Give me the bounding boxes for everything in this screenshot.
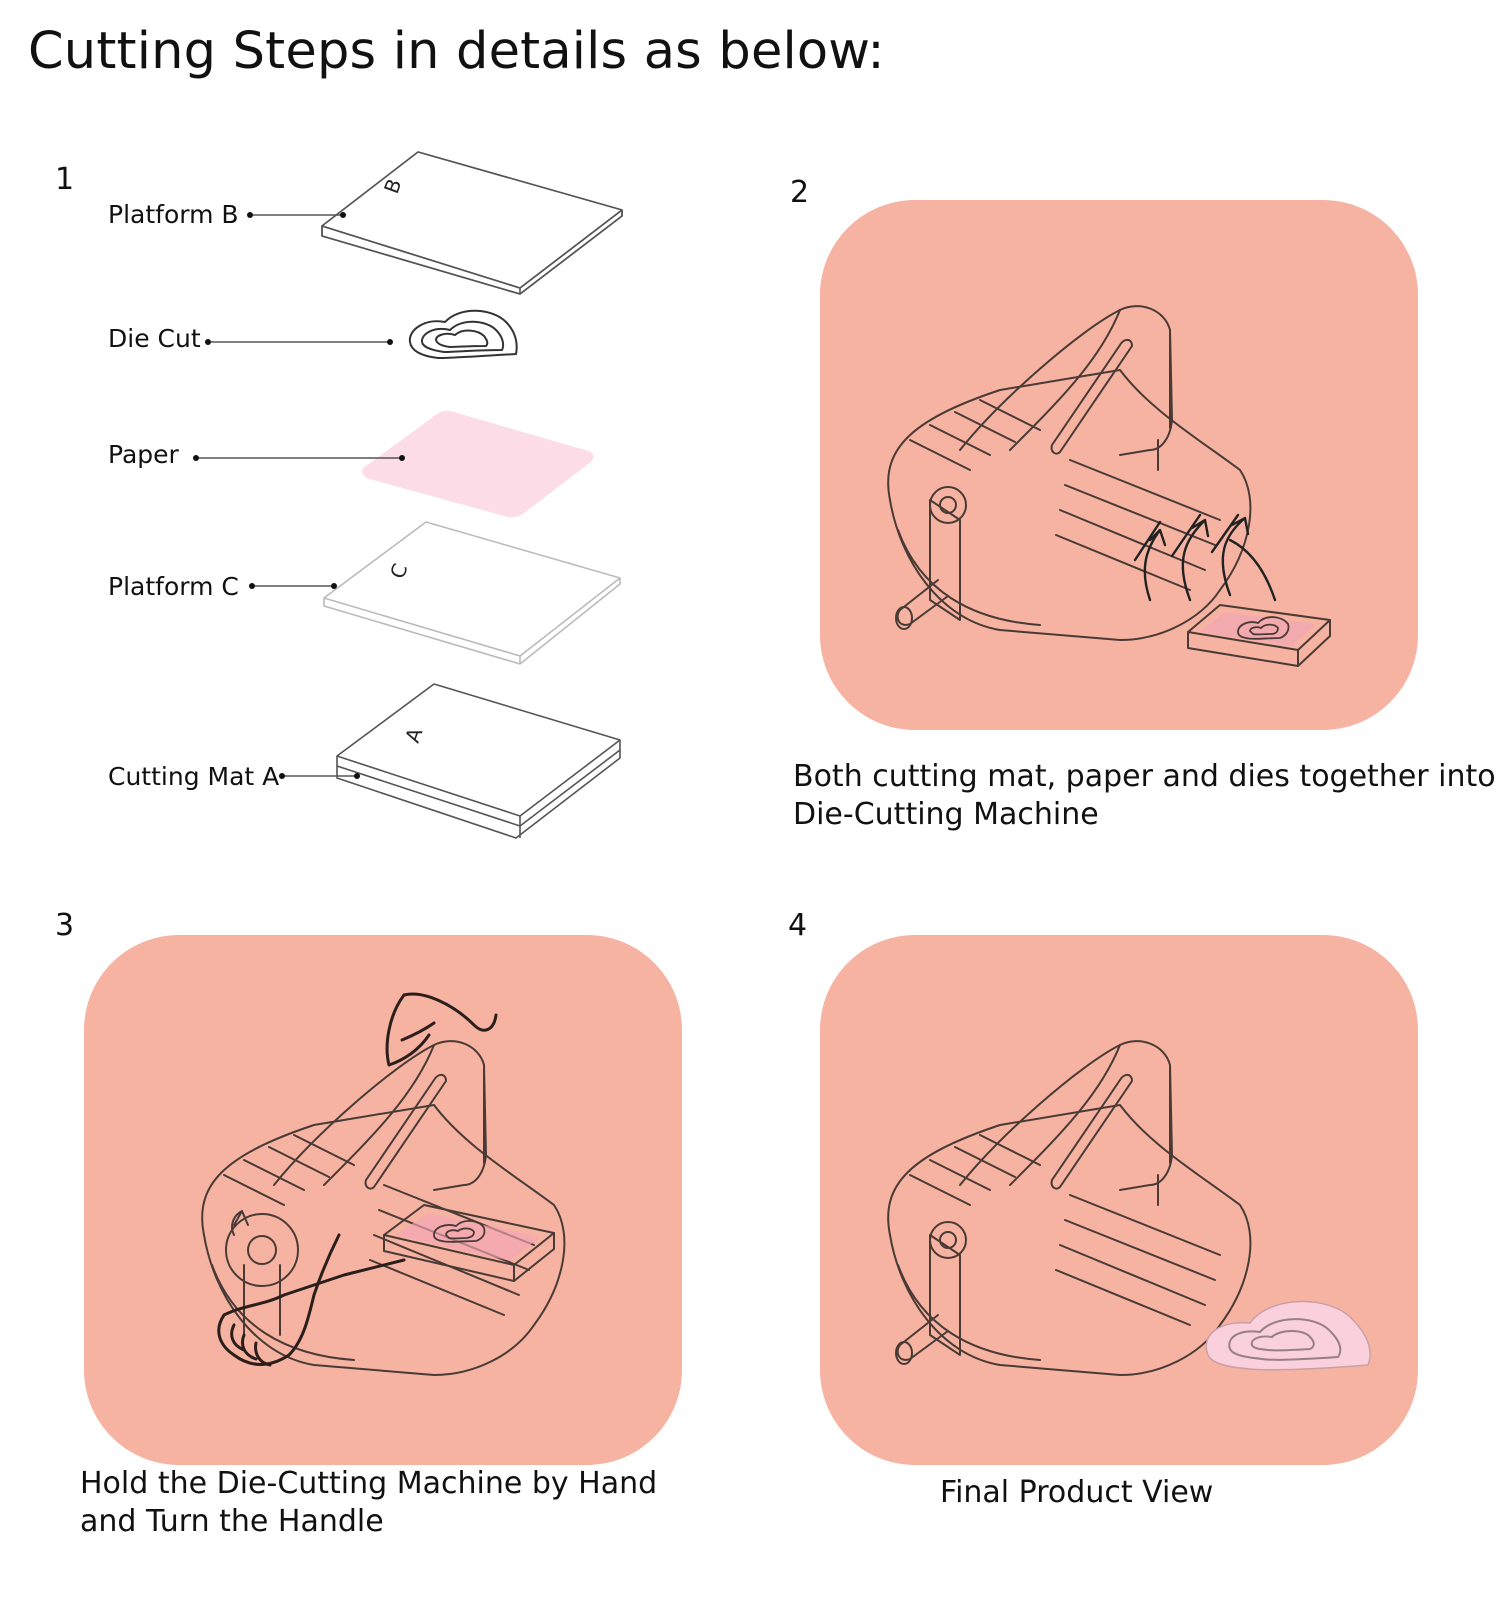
label-paper: Paper bbox=[108, 440, 179, 469]
step-3-number: 3 bbox=[55, 908, 75, 943]
label-platform-c: Platform C bbox=[108, 572, 239, 601]
cutting-mat-a-plate bbox=[336, 683, 621, 839]
step-4-panel bbox=[820, 935, 1418, 1465]
step-3-panel bbox=[84, 935, 682, 1465]
step-3-caption-line-2: and Turn the Handle bbox=[80, 1504, 384, 1539]
page-title: Cutting Steps in details as below: bbox=[28, 22, 885, 81]
step-2-caption-line-2: Die-Cutting Machine bbox=[793, 797, 1099, 832]
step-2-caption-line-1: Both cutting mat, paper and dies togethe… bbox=[793, 759, 1496, 794]
step-1-number: 1 bbox=[55, 162, 75, 197]
platform-c-plate bbox=[323, 521, 621, 665]
heart-die-icon bbox=[408, 309, 518, 360]
label-die-cut: Die Cut bbox=[108, 324, 201, 353]
machine-turn-handle-illustration bbox=[201, 992, 566, 1376]
label-platform-b: Platform B bbox=[108, 200, 239, 229]
step-2-panel bbox=[820, 200, 1418, 730]
final-product-illustration bbox=[887, 1040, 1371, 1376]
layer-stack-diagram: B C A bbox=[193, 151, 623, 839]
platform-b-plate bbox=[321, 151, 623, 295]
paper-sheet bbox=[362, 410, 594, 518]
label-cutting-mat-a: Cutting Mat A bbox=[108, 762, 280, 791]
platform-b-dot bbox=[247, 212, 253, 218]
step-4-caption: Final Product View bbox=[940, 1475, 1214, 1510]
step-2-number: 2 bbox=[790, 175, 810, 210]
machine-insert-illustration bbox=[887, 305, 1331, 667]
step-3-caption: Hold the Die-Cutting Machine by Hand and… bbox=[80, 1465, 760, 1541]
step-3-caption-line-1: Hold the Die-Cutting Machine by Hand bbox=[80, 1466, 658, 1501]
step-2-caption: Both cutting mat, paper and dies togethe… bbox=[793, 758, 1496, 834]
step-4-number: 4 bbox=[788, 908, 808, 943]
